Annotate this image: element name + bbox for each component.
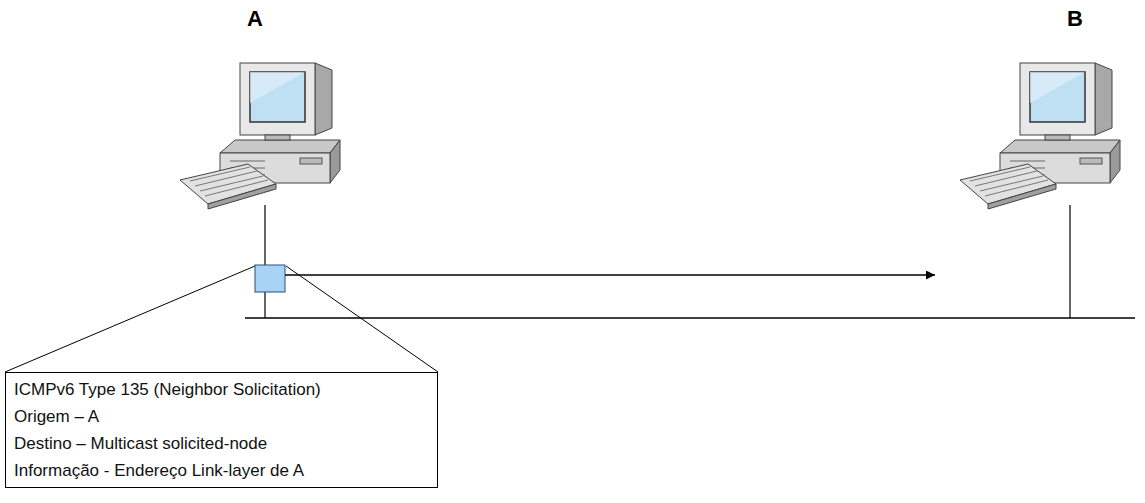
callout-box: ICMPv6 Type 135 (Neighbor Solicitation)O… [5,372,438,488]
computer-label: B [1067,6,1083,32]
packet-field: Destino – Multicast solicited-node [14,430,429,457]
message-arrow [285,274,935,276]
network-bus [245,317,1135,319]
computer-node: A [175,0,285,300]
zoom-line [286,266,438,372]
packet-square [255,265,285,292]
computer-icon [960,63,1120,209]
packet-field: Informação - Endereço Link-layer de A [14,457,429,484]
packet-field: ICMPv6 Type 135 (Neighbor Solicitation) [14,376,429,403]
drop-line [264,205,265,318]
zoom-line [5,266,255,372]
computer-icon [180,63,340,209]
computer-label: A [247,6,263,32]
packet-field: Origem – A [14,403,429,430]
computer-node: B [935,0,1105,300]
drop-line [1069,205,1070,318]
